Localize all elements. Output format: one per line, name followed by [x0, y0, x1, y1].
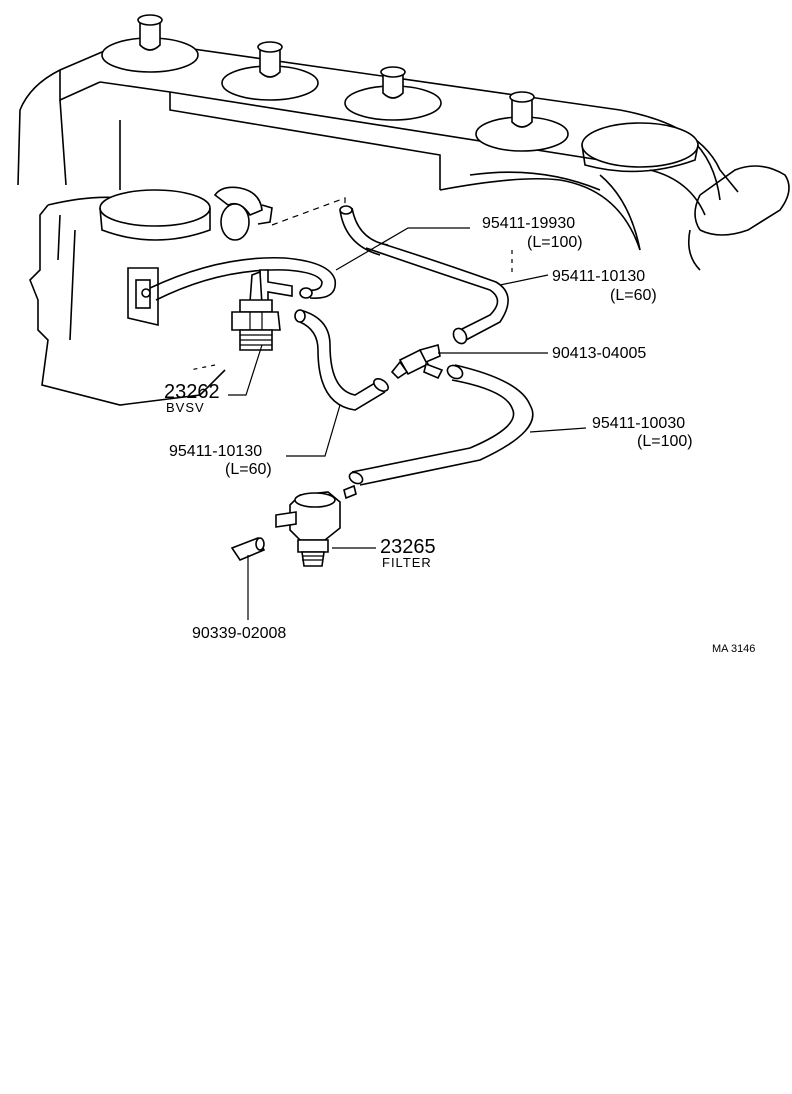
engine-side-housing	[29, 186, 513, 406]
leader-lines	[228, 227, 587, 620]
label-90339-02008-number: 90339-02008	[192, 625, 286, 642]
label-95411-10130-lower-length: (L=60)	[225, 461, 272, 478]
label-95411-19930-length: (L=100)	[527, 234, 583, 251]
label-23262-name: BVSV	[166, 400, 205, 415]
label-95411-10130-lower-number: 95411-10130	[169, 443, 262, 460]
hose-95411-10030	[348, 364, 534, 486]
label-23262-number: 23262	[164, 381, 220, 403]
hose-95411-10130-lower	[294, 309, 389, 411]
part-labels: 95411-19930 (L=100) 95411-10130 (L=60) 9…	[164, 215, 755, 655]
hose-95411-10130-upper	[365, 242, 509, 345]
label-23265-number: 23265	[380, 536, 436, 558]
label-90413-04005-number: 90413-04005	[552, 345, 646, 362]
filter-23265	[275, 484, 357, 567]
hose-95411-19930	[149, 205, 389, 301]
label-95411-10130-upper-number: 95411-10130	[552, 268, 645, 285]
label-95411-10130-upper-length: (L=60)	[610, 287, 657, 304]
figure-code: MA 3146	[712, 643, 755, 655]
spark-plug-towers	[101, 14, 699, 173]
label-95411-10030-length: (L=100)	[637, 433, 693, 450]
label-95411-10030-number: 95411-10030	[592, 415, 685, 432]
vacuum-bracket	[127, 267, 159, 327]
tee-fitting	[390, 343, 444, 380]
label-23265-name: FILTER	[382, 555, 432, 570]
plug-90339-02008	[230, 536, 266, 561]
bvsv-valve	[231, 269, 293, 351]
label-95411-19930-number: 95411-19930	[482, 215, 575, 232]
